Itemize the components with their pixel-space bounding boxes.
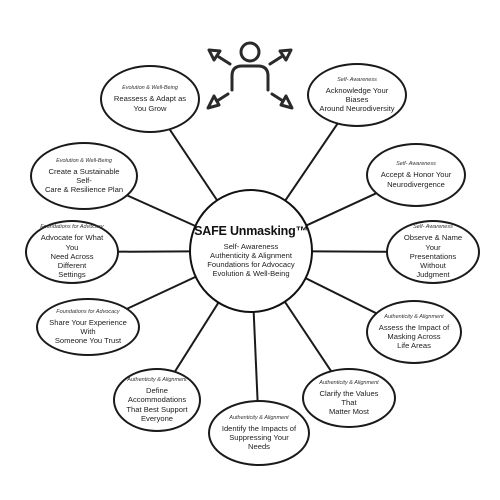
person-with-arrows-icon — [206, 41, 294, 110]
node-label-line: Settings — [58, 270, 86, 280]
node-label-line: Care & Resilience Plan — [44, 185, 124, 195]
node-label-line: Share Your Experience With — [49, 317, 127, 336]
node-share-experience: Foundations for Advocacy Share Your Expe… — [36, 298, 140, 356]
node-label-line: Create a Sustainable Self- — [48, 166, 120, 185]
node-label-line: Observe & Name Your — [403, 233, 463, 252]
hub-line-advocacy: Foundations for Advocacy — [207, 260, 295, 269]
node-label-line: Identify the Impacts of — [221, 423, 297, 433]
hub-line-evolution: Evolution & Well-Being — [212, 269, 290, 279]
node-label-line: Advocate for What You — [40, 233, 104, 252]
node-category: Self- Awareness — [396, 161, 436, 168]
node-label-line: Matter Most — [328, 407, 370, 417]
node-label-line: Need Across Different — [50, 251, 94, 271]
hub-line-authenticity: Authenticity & Alignment — [210, 250, 292, 260]
node-accept-honor: Self- Awareness Accept & Honor Your Neur… — [366, 143, 466, 207]
node-category: Authenticity & Alignment — [319, 379, 379, 386]
node-label-line: Suppressing Your Needs — [229, 432, 289, 452]
node-label-line: Acknowledge Your Biases — [325, 85, 389, 104]
node-label-line: Someone You Trust — [54, 336, 122, 346]
node-category: Self- Awareness — [337, 76, 377, 83]
node-acknowledge-biases: Self- Awareness Acknowledge Your Biases … — [307, 63, 407, 127]
node-assess-masking: Authenticity & Alignment Assess the Impa… — [366, 300, 462, 364]
node-label-line: Life Areas — [397, 341, 431, 351]
node-reassess-adapt: Evolution & Well-Being Reassess & Adapt … — [100, 65, 200, 133]
node-category: Authenticity & Alignment — [127, 376, 187, 383]
node-label-line: Assess the Impact of — [378, 322, 450, 332]
node-label-line: That Best Support — [126, 404, 188, 414]
node-observe-presentations: Self- Awareness Observe & Name Your Pres… — [386, 220, 480, 284]
node-category: Evolution & Well-Being — [122, 85, 178, 92]
node-label-line: Masking Across — [387, 331, 441, 341]
node-label-line: Neurodivergence — [387, 179, 445, 189]
node-label-line: Presentations Without — [409, 251, 457, 271]
hub-line-self-awareness: Self- Awareness — [223, 241, 279, 251]
node-category: Authenticity & Alignment — [229, 414, 289, 421]
node-category: Foundations for Advocacy — [40, 224, 104, 231]
node-clarify-values: Authenticity & Alignment Clarify the Val… — [302, 368, 396, 428]
node-define-accommodations: Authenticity & Alignment Define Accommod… — [113, 368, 201, 432]
node-label-line: You Grow — [133, 103, 167, 113]
node-label-line: Judgment — [416, 270, 450, 280]
node-self-care-plan: Evolution & Well-Being Create a Sustaina… — [30, 142, 138, 210]
node-category: Foundations for Advocacy — [56, 308, 120, 315]
node-advocate-needs: Foundations for Advocacy Advocate for Wh… — [25, 220, 119, 284]
hub-title: SAFE Unmasking™ — [194, 223, 308, 238]
node-category: Evolution & Well-Being — [56, 157, 112, 164]
node-label-line: Everyone — [140, 413, 174, 423]
node-label-line: Clarify the Values That — [319, 388, 379, 407]
node-identify-impacts: Authenticity & Alignment Identify the Im… — [208, 400, 310, 466]
node-category: Self- Awareness — [413, 224, 453, 231]
node-label-line: Around Neurodiversity — [319, 104, 395, 114]
central-hub: SAFE Unmasking™ Self- Awareness Authenti… — [189, 189, 313, 313]
node-label-line: Reassess & Adapt as — [113, 94, 187, 104]
node-category: Authenticity & Alignment — [384, 313, 444, 320]
node-label-line: Define Accommodations — [127, 386, 187, 405]
node-label-line: Accept & Honor Your — [380, 170, 452, 180]
